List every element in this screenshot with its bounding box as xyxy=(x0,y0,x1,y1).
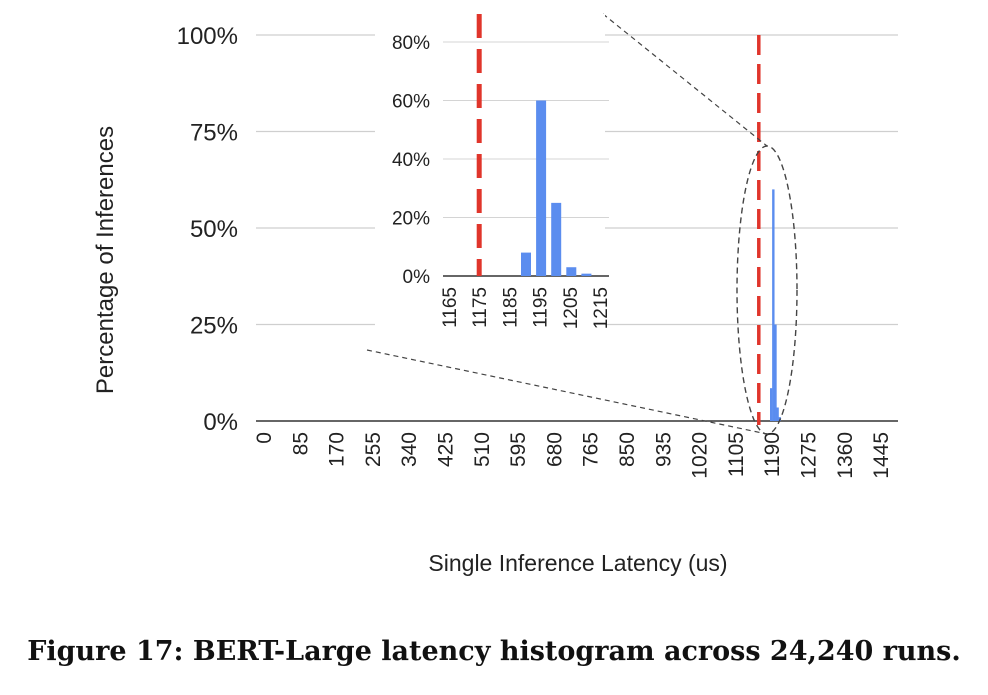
y-tick-label: 25% xyxy=(190,313,238,340)
x-tick-label: 1105 xyxy=(725,432,748,477)
inset-x-tick-label: 1215 xyxy=(591,287,612,329)
y-tick-label: 50% xyxy=(190,216,238,243)
inset-histogram-bar xyxy=(521,252,531,276)
x-tick-label: 765 xyxy=(580,432,603,467)
inset-histogram-bar xyxy=(581,273,592,276)
y-tick-label: 100% xyxy=(177,23,238,50)
inset-y-tick-label: 80% xyxy=(392,33,430,54)
inset-histogram-bar xyxy=(566,267,577,276)
x-tick-label: 510 xyxy=(471,432,494,467)
x-tick-label: 85 xyxy=(289,432,312,455)
x-tick-label: 340 xyxy=(398,432,421,467)
x-tick-label: 1445 xyxy=(870,432,893,479)
inset-y-tick-label: 60% xyxy=(392,92,430,113)
y-tick-label: 0% xyxy=(203,409,238,436)
x-tick-label: 255 xyxy=(362,432,385,467)
histogram-bar xyxy=(772,189,775,421)
x-tick-label: 595 xyxy=(507,432,530,467)
x-tick-label: 935 xyxy=(652,432,675,467)
y-tick-label: 75% xyxy=(190,120,238,147)
zoom-ellipse xyxy=(736,145,798,435)
main-y-tick-labels: 0% 25% 50% 75% 100% xyxy=(177,23,238,436)
histogram-bar xyxy=(770,388,773,421)
x-axis-label: Single Inference Latency (us) xyxy=(428,550,727,576)
inset-y-tick-labels: 0% 20% 40% 60% 80% xyxy=(392,33,430,288)
inset-x-tick-label: 1205 xyxy=(561,287,582,329)
inset-x-tick-label: 1185 xyxy=(500,287,521,328)
x-tick-label: 850 xyxy=(616,432,639,467)
inset-x-tick-label: 1175 xyxy=(470,287,491,328)
x-tick-label: 1360 xyxy=(834,432,857,479)
zoom-callout xyxy=(366,13,798,435)
inset-background xyxy=(375,14,605,346)
x-tick-label: 680 xyxy=(543,432,566,467)
y-axis-label: Percentage of Inferences xyxy=(92,126,119,394)
x-tick-label: 170 xyxy=(326,432,349,467)
main-x-tick-labels: 0 85 170 255 340 425 510 595 680 765 850 935 1020 110… xyxy=(253,432,893,479)
x-tick-label: 1275 xyxy=(798,432,821,479)
main-bars xyxy=(770,189,781,421)
inset-x-tick-label: 1195 xyxy=(531,287,552,328)
inset-y-tick-label: 0% xyxy=(403,267,431,288)
zoom-connector-top xyxy=(602,13,768,147)
figure-caption: Figure 17: BERT-Large latency histogram … xyxy=(27,636,961,667)
inset-x-tick-labels: 1165 1175 1185 1195 1205 1215 xyxy=(440,287,612,329)
histogram-bar xyxy=(776,407,779,421)
inset-y-tick-label: 40% xyxy=(392,150,430,171)
inset-histogram-bar xyxy=(536,100,547,276)
inset-bars xyxy=(521,100,592,276)
histogram-bar xyxy=(774,324,777,421)
x-tick-label: 0 xyxy=(253,432,276,444)
inset-x-tick-label: 1165 xyxy=(440,287,461,328)
inset-histogram-bar xyxy=(551,202,562,276)
x-tick-label: 1190 xyxy=(761,432,784,477)
x-tick-label: 425 xyxy=(435,432,458,467)
inset-chart: 0% 20% 40% 60% 80% 1165 1175 1185 1195 1205 1215 xyxy=(375,14,612,346)
inset-y-tick-label: 20% xyxy=(392,209,430,230)
latency-histogram-chart: 0% 25% 50% 75% 100% 0 85 170 255 340 425 510 595 680… xyxy=(92,13,898,576)
x-tick-label: 1020 xyxy=(689,432,712,479)
